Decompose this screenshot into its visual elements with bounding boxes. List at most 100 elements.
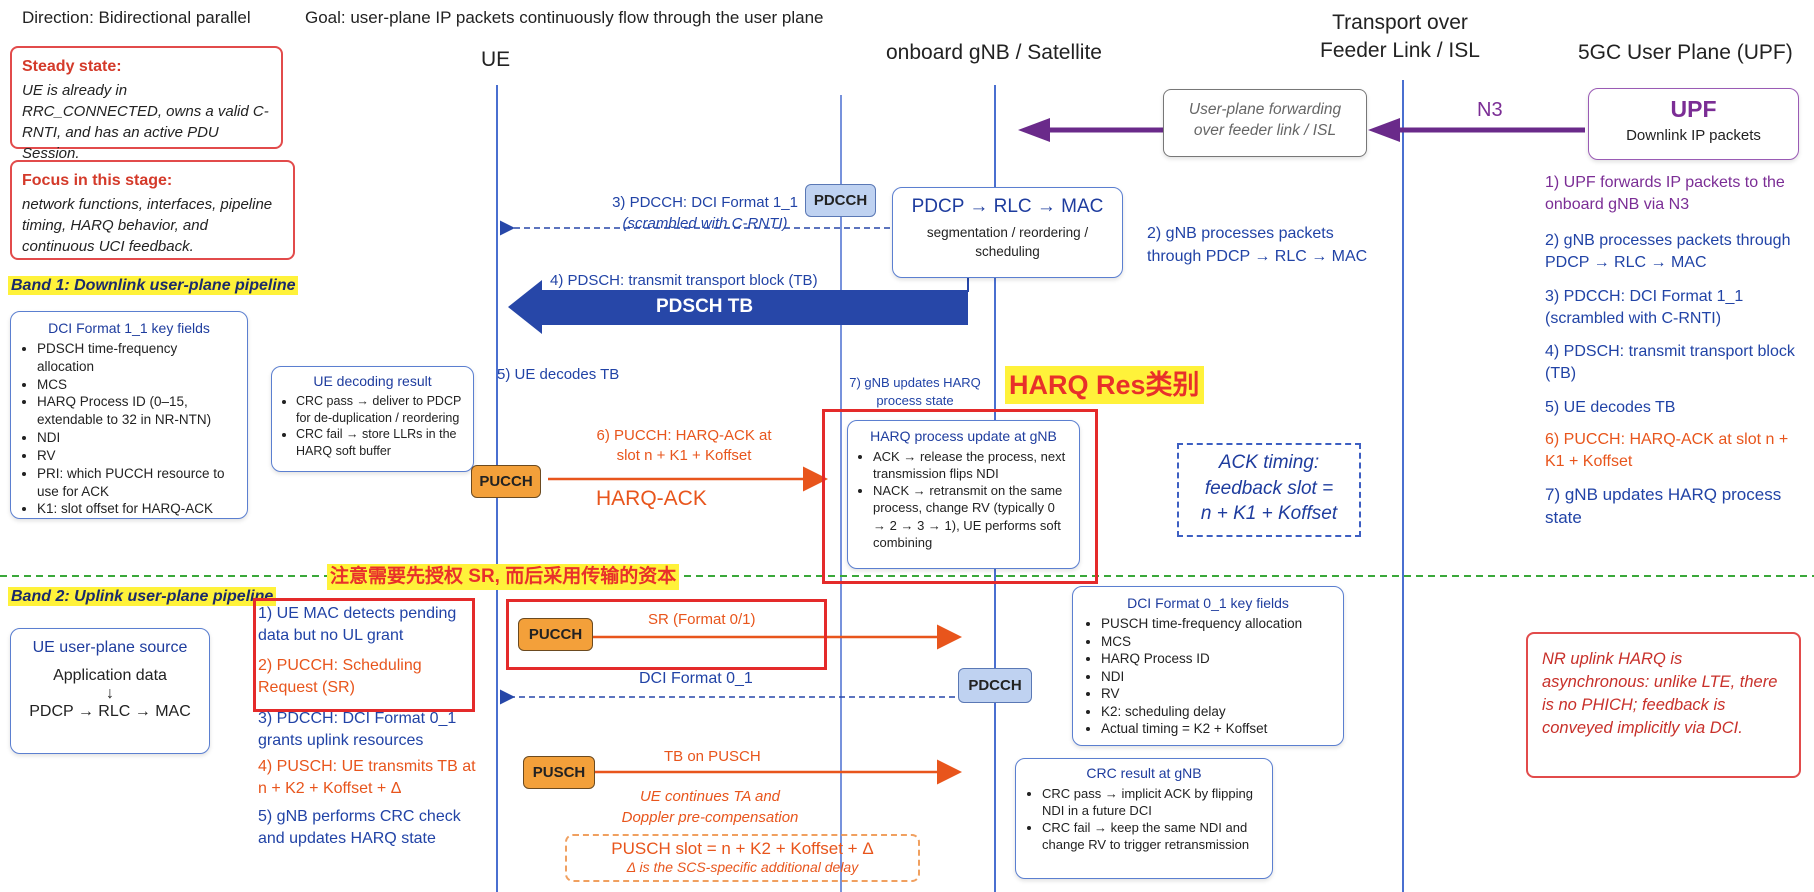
- upf-box: UPF Downlink IP packets: [1588, 88, 1799, 160]
- transport-box-line1: User-plane forwarding: [1188, 101, 1342, 118]
- list-item: NACK → retransmit on the same process, c…: [873, 482, 1070, 551]
- ul-step-3: 3) PDCCH: DCI Format 0_1 grants uplink r…: [258, 710, 457, 749]
- list-item: CRC fail → keep the same NDI and change …: [1042, 819, 1262, 853]
- ul-step-2: 2) PUCCH: Scheduling Request (SR): [258, 657, 422, 696]
- steady-state-title: Steady state:: [22, 58, 122, 75]
- dci01-fields-box: DCI Format 0_1 key fields PUSCH time-fre…: [1072, 586, 1344, 746]
- ta-msg-line1: UE continues TA and: [639, 788, 781, 805]
- gnb-updates-line1: 7) gNB updates HARQ: [849, 375, 981, 390]
- list-item: ACK → release the process, next transmis…: [873, 448, 1070, 482]
- band1-label: Band 1: Downlink user-plane pipeline: [8, 276, 299, 295]
- lane-transport: Transport over Feeder Link / ISL: [1245, 11, 1555, 63]
- ue-source-title: UE user-plane source: [32, 639, 188, 656]
- n3-arrow-head: [1368, 118, 1400, 142]
- pucch-chip-ack: PUCCH: [471, 465, 541, 498]
- pdsch-message: 4) PDSCH: transmit transport block (TB): [550, 272, 818, 289]
- ul-step-5: 5) gNB performs CRC check and updates HA…: [258, 808, 461, 847]
- harq-update-box: HARQ process update at gNB ACK → release…: [847, 420, 1080, 569]
- dci01-list: PUSCH time-frequency allocation MCS HARQ…: [1085, 615, 1331, 738]
- band1-label-text: Band 1: Downlink user-plane pipeline: [8, 276, 299, 295]
- harq-update-list: ACK → release the process, next transmis…: [857, 448, 1070, 551]
- harq-highlight-rect: [822, 409, 1098, 584]
- gnb-processing-box: PDCP → RLC → MAC segmentation / reorderi…: [892, 187, 1123, 278]
- steady-state-text: UE is already in RRC_CONNECTED, owns a v…: [22, 82, 269, 163]
- lane-transport-line2: Feeder Link / ISL: [1320, 39, 1480, 62]
- ul-step-4: 4) PUSCH: UE transmits TB at n + K2 + Ko…: [258, 758, 476, 797]
- gnb-proc-step: 2) gNB processes packets through PDCP → …: [1147, 222, 1367, 268]
- transport-forwarding-box: User-plane forwarding over feeder link /…: [1163, 89, 1367, 157]
- ue-source-stack: PDCP → RLC → MAC: [29, 703, 191, 720]
- dci11-title: DCI Format 1_1 key fields: [48, 320, 210, 336]
- feeder-arrow-head: [1018, 118, 1050, 142]
- transport-box-line2: over feeder link / ISL: [1193, 121, 1337, 139]
- band2-label-text: Band 2: Uplink user-plane pipeline: [8, 587, 277, 606]
- upf-step-5: 5) UE decodes TB: [1545, 399, 1676, 416]
- sr-annotation: 注意需要先授权 SR, 而后采用传输的资本: [327, 564, 680, 590]
- list-item: CRC pass → implicit ACK by flipping NDI …: [1042, 785, 1262, 819]
- gnb-proc-title: PDCP → RLC → MAC: [911, 196, 1104, 217]
- upf-title: UPF: [1670, 96, 1717, 122]
- upf-step-2: 2) gNB processes packets through PDCP → …: [1545, 232, 1791, 271]
- ack-timing-box: ACK timing: feedback slot = n + K1 + Kof…: [1177, 443, 1361, 537]
- lane-gnb: onboard gNB / Satellite: [886, 41, 1102, 64]
- ta-msg-line2: Doppler pre-compensation: [621, 809, 799, 826]
- pdcch-msg-line1: 3) PDCCH: DCI Format 1_1: [612, 194, 798, 211]
- ue-source-arrow: ↓: [106, 685, 114, 702]
- list-item: CRC fail → store LLRs in the HARQ soft b…: [296, 426, 465, 459]
- ue-decoding-box: UE decoding result CRC pass → deliver to…: [271, 366, 474, 472]
- ack-timing-line2: feedback slot =: [1204, 477, 1334, 499]
- pdcch-chip-ul: PDCCH: [958, 668, 1032, 703]
- list-item: Actual timing = K2 + Koffset: [1101, 720, 1331, 738]
- lane-core: 5GC User Plane (UPF): [1578, 41, 1793, 64]
- harq-update-title: HARQ process update at gNB: [870, 428, 1057, 444]
- dci01-title: DCI Format 0_1 key fields: [1127, 595, 1289, 611]
- list-item: NDI: [37, 429, 237, 447]
- list-item: K2: scheduling delay: [1101, 703, 1331, 721]
- gnb-proc-sub: segmentation / reordering / scheduling: [926, 225, 1089, 259]
- focus-title: Focus in this stage:: [22, 172, 173, 189]
- list-item: CRC pass → deliver to PDCP for de-duplic…: [296, 393, 465, 426]
- pdcch-chip-dl: PDCCH: [805, 184, 876, 217]
- gnb-proc-step-line2: through PDCP → RLC → MAC: [1147, 248, 1368, 266]
- pucch-msg-line2: slot n + K1 + Koffset: [616, 447, 752, 465]
- harq-ack-label: HARQ-ACK: [596, 487, 707, 510]
- pusch-slot-line2: Δ is the SCS-specific additional delay: [626, 859, 859, 876]
- lane-ue: UE: [481, 48, 511, 71]
- list-item: K1: slot offset for HARQ-ACK: [37, 500, 237, 518]
- crc-result-list: CRC pass → implicit ACK by flipping NDI …: [1026, 785, 1262, 854]
- harq-annotation: HARQ Res类别: [1005, 366, 1204, 404]
- band2-label: Band 2: Uplink user-plane pipeline: [8, 587, 277, 606]
- upf-step-3: 3) PDCCH: DCI Format 1_1 (scrambled with…: [1545, 288, 1744, 327]
- focus-box: Focus in this stage: network functions, …: [10, 160, 295, 260]
- upf-sub: Downlink IP packets: [1626, 127, 1761, 144]
- sr-highlight-rect: [506, 599, 827, 670]
- focus-text: network functions, interfaces, pipeline …: [22, 196, 273, 256]
- sr-message: SR (Format 0/1): [648, 611, 756, 628]
- gnb-proc-step-line1: 2) gNB processes packets: [1147, 225, 1334, 242]
- upf-step-1: 1) UPF forwards IP packets to the onboar…: [1545, 174, 1785, 213]
- crc-result-title: CRC result at gNB: [1086, 765, 1202, 781]
- ue-decodes-step: 5) UE decodes TB: [497, 366, 620, 383]
- pdsch-tb-arrow: [508, 280, 968, 334]
- gnb-updates-step: 7) gNB updates HARQ process state: [840, 374, 990, 409]
- steady-state-box: Steady state: UE is already in RRC_CONNE…: [10, 46, 283, 162]
- ack-timing-line1: ACK timing:: [1218, 452, 1320, 473]
- list-item: NDI: [1101, 668, 1331, 686]
- list-item: MCS: [37, 376, 237, 394]
- pusch-slot-line1: PUSCH slot = n + K2 + Koffset + Δ: [611, 839, 874, 858]
- direction-text: Direction: Bidirectional parallel: [22, 8, 251, 27]
- ue-decoding-title: UE decoding result: [313, 373, 432, 389]
- list-item: HARQ Process ID (0–15, extendable to 32 …: [37, 393, 237, 429]
- dci11-list: PDSCH time-frequency allocation MCS HARQ…: [21, 340, 237, 518]
- ue-source-app: Application data: [53, 667, 167, 684]
- list-item: MCS: [1101, 633, 1331, 651]
- ul-step-1: 1) UE MAC detects pending data but no UL…: [258, 605, 457, 644]
- pusch-chip: PUSCH: [523, 756, 595, 789]
- ul-steps-highlight-rect: [253, 598, 475, 712]
- ue-decoding-list: CRC pass → deliver to PDCP for de-duplic…: [280, 393, 465, 459]
- upf-step-7: 7) gNB updates HARQ process state: [1545, 485, 1782, 527]
- ack-timing-line3: n + K1 + Koffset: [1200, 503, 1338, 525]
- nr-uplink-harq-note: NR uplink HARQ is asynchronous: unlike L…: [1526, 632, 1801, 778]
- list-item: PUSCH time-frequency allocation: [1101, 615, 1331, 633]
- pucch-chip-sr: PUCCH: [518, 618, 593, 651]
